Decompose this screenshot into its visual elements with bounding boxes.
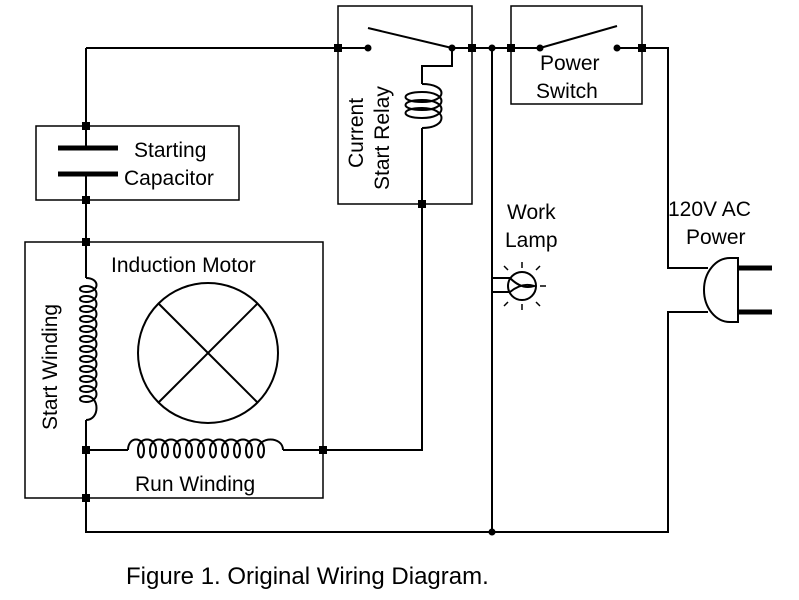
relay-coil	[404, 83, 443, 129]
start-winding-coil	[79, 277, 98, 421]
junction	[82, 446, 90, 454]
capacitor-label-1: Starting	[134, 139, 206, 162]
motor-cross-2	[157, 302, 259, 404]
motor-rotor	[137, 282, 279, 424]
junction	[82, 494, 90, 502]
junction	[82, 122, 90, 130]
power-switch-arm	[539, 25, 618, 49]
junction-dot	[488, 528, 496, 536]
lamp-filament	[509, 277, 538, 293]
wire-run-to-relay	[283, 204, 423, 451]
wire-to-plug-bottom	[492, 311, 708, 533]
power-label-2: Power	[686, 226, 746, 249]
power-switch: Power Switch	[510, 5, 643, 105]
motor-label: Induction Motor	[111, 254, 256, 277]
run-winding-label: Run Winding	[135, 473, 255, 496]
figure-caption: Figure 1. Original Wiring Diagram.	[126, 563, 489, 590]
current-start-relay: Current Start Relay	[337, 5, 473, 205]
start-winding-label: Start Winding	[39, 304, 62, 430]
junction	[82, 196, 90, 204]
power-switch-label-1: Power	[540, 52, 600, 75]
junction-dot	[488, 44, 496, 52]
power-plug: 120V AC Power	[668, 198, 772, 323]
relay-box	[337, 5, 473, 205]
plug-body	[703, 257, 739, 323]
capacitor-box	[35, 125, 240, 201]
junctions	[82, 44, 646, 536]
junction	[82, 238, 90, 246]
run-winding-coil	[127, 438, 284, 459]
junction	[319, 446, 327, 454]
relay-label-2: Start Relay	[371, 86, 394, 190]
power-label-1: 120V AC	[668, 198, 751, 221]
power-switch-box	[510, 5, 643, 105]
induction-motor: Induction Motor Start Winding Run Windin…	[24, 241, 324, 499]
starting-capacitor: Starting Capacitor	[35, 125, 240, 201]
lamp-label-2: Lamp	[505, 229, 558, 252]
power-switch-label-2: Switch	[536, 80, 598, 103]
relay-contact-right	[448, 44, 456, 52]
relay-label-1: Current	[345, 98, 368, 168]
junction	[507, 44, 515, 52]
wire-relay-coil-top	[421, 48, 453, 84]
power-switch-contact-left	[536, 44, 544, 52]
motor-box	[24, 241, 324, 499]
work-lamp: Work Lamp	[503, 201, 558, 310]
wire-bottom-return	[85, 420, 492, 533]
relay-contact-arm	[367, 27, 453, 49]
capacitor-label-2: Capacitor	[124, 167, 214, 190]
lamp-label-1: Work	[507, 201, 556, 224]
junction	[334, 44, 342, 52]
lamp-rays	[503, 262, 546, 310]
junction	[418, 200, 426, 208]
relay-contact-left	[364, 44, 372, 52]
power-switch-contact-right	[613, 44, 621, 52]
junction	[638, 44, 646, 52]
junction	[468, 44, 476, 52]
